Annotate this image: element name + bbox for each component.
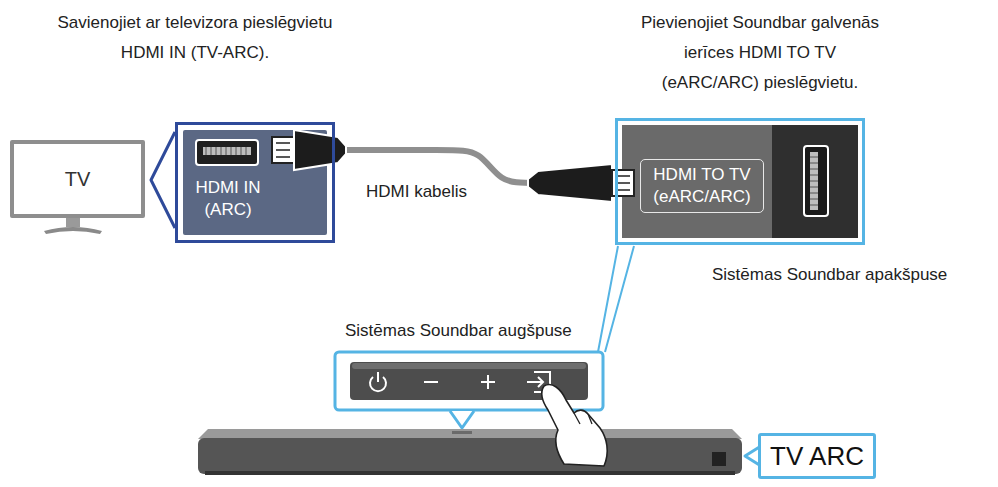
node-text: HDMI IN (ARC) [186, 177, 270, 221]
hdmi-plug-body [294, 130, 346, 170]
hdmi-plug-tip-lines [616, 176, 630, 190]
tv-stand-base [44, 227, 102, 234]
instruction-note: Savienojiet ar televizora pieslēgvietu H… [55, 8, 335, 68]
soundbar-logo [452, 431, 472, 434]
hdmi-port-pins [203, 147, 251, 155]
callout-pointer [450, 411, 474, 428]
tv-screen: TV [10, 140, 145, 218]
hdmi-plug-tip-lines [276, 143, 290, 157]
callout-bracket [151, 132, 175, 228]
soundbar-base [205, 471, 735, 475]
hand-icon [542, 384, 607, 466]
node-text: TV ARC [770, 439, 864, 473]
hdmi-port-pin-lines [810, 157, 818, 205]
node-text: TV [65, 166, 91, 192]
view-caption: Sistēmas Soundbar apakšpuse [712, 260, 947, 290]
hdmi-port-pin-lines [206, 147, 246, 155]
hdmi-port [196, 140, 258, 165]
panel-plate-dark [772, 125, 858, 238]
soundbar-front [198, 438, 742, 474]
tv-stand-neck [66, 218, 80, 227]
port-panel: HDMI IN (ARC) [175, 122, 335, 243]
hdmi-plug-tip [272, 137, 294, 163]
panel-plate [622, 125, 772, 238]
hdmi-plug-body [528, 164, 612, 202]
hand-finger-lines [574, 413, 592, 424]
view-caption: Sistēmas Soundbar augšpuse [345, 316, 572, 346]
volume-down-icon [424, 381, 438, 383]
mode-callout-box: TV ARC [758, 433, 876, 479]
instruction-note: Pievienojiet Soundbar galvenās ierīces H… [640, 8, 880, 98]
node-text: HDMI TO TV (eARC/ARC) [640, 159, 764, 213]
hdmi-port [804, 146, 828, 216]
power-icon [377, 372, 379, 382]
volume-up-icon [481, 375, 495, 389]
source-icon [527, 377, 543, 387]
cable-label: HDMI kabelis [363, 181, 470, 203]
soundbar-display [712, 452, 726, 466]
hdmi-port-pins [810, 152, 818, 210]
button-strip-highlight [352, 363, 586, 369]
callout-leader [598, 246, 634, 352]
panel-ground [618, 121, 862, 242]
port-panel: HDMI TO TV (eARC/ARC) [615, 118, 865, 245]
soundbar-top [198, 429, 742, 439]
